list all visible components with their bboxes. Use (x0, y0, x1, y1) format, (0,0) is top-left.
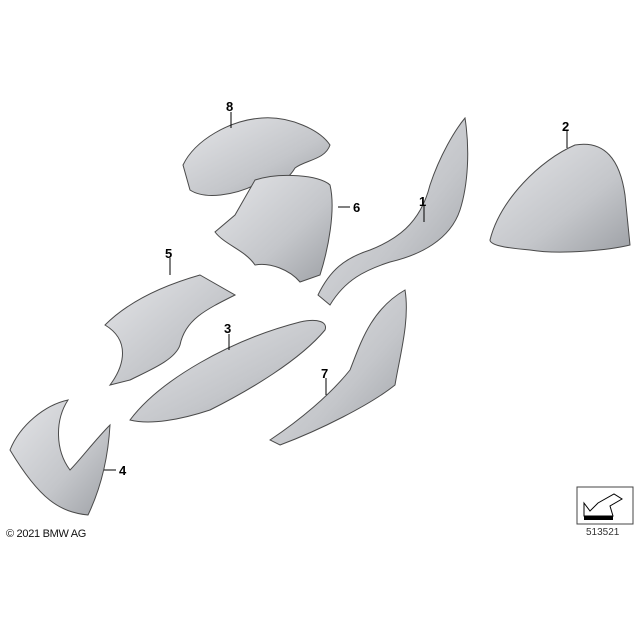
part-2-rear-cover[interactable] (489, 143, 631, 253)
callout-7[interactable]: 7 (321, 366, 328, 381)
callout-5[interactable]: 5 (165, 246, 172, 261)
callout-4[interactable]: 4 (119, 463, 127, 478)
part-8-tank-cover[interactable] (182, 117, 331, 196)
callout-2[interactable]: 2 (562, 119, 569, 134)
part-6-center-panel[interactable] (214, 175, 333, 283)
callout-8[interactable]: 8 (226, 99, 233, 114)
orientation-arrow-icon (576, 486, 634, 525)
diagram-number: 513521 (586, 527, 620, 538)
part-7-knee-pad-panel[interactable] (269, 289, 407, 446)
callout-6[interactable]: 6 (353, 200, 360, 215)
callout-1[interactable]: 1 (419, 194, 426, 209)
part-4-front-fender[interactable] (9, 399, 111, 516)
callout-3[interactable]: 3 (224, 321, 231, 336)
copyright-text: © 2021 BMW AG (6, 528, 87, 540)
part-3-lower-side-panel[interactable] (129, 319, 327, 423)
part-1-side-panel[interactable] (317, 116, 469, 306)
part-5-front-side-fairing[interactable] (104, 274, 237, 386)
